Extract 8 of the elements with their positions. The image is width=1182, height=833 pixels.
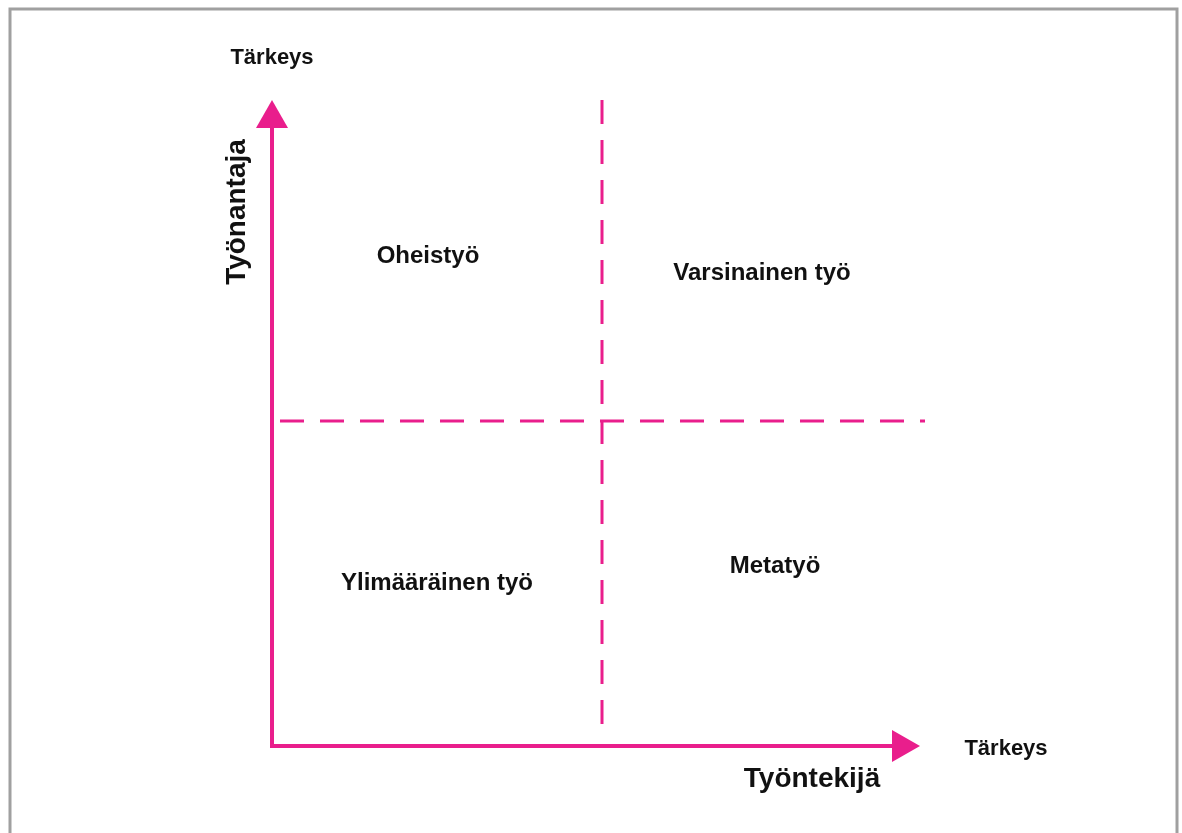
quadrant-label: Oheistyö [375,240,481,271]
quadrant-label: Varsinainen työ [672,257,852,288]
axis-title: Tärkeys [964,733,1048,762]
axis-title: Työntekijä [743,760,881,795]
quadrant-label: Metatyö [728,550,822,581]
axis-title: Työnantaja [218,139,252,285]
axis-title: Tärkeys [230,42,314,71]
quadrant-label: Ylimääräinen työ [339,567,535,598]
